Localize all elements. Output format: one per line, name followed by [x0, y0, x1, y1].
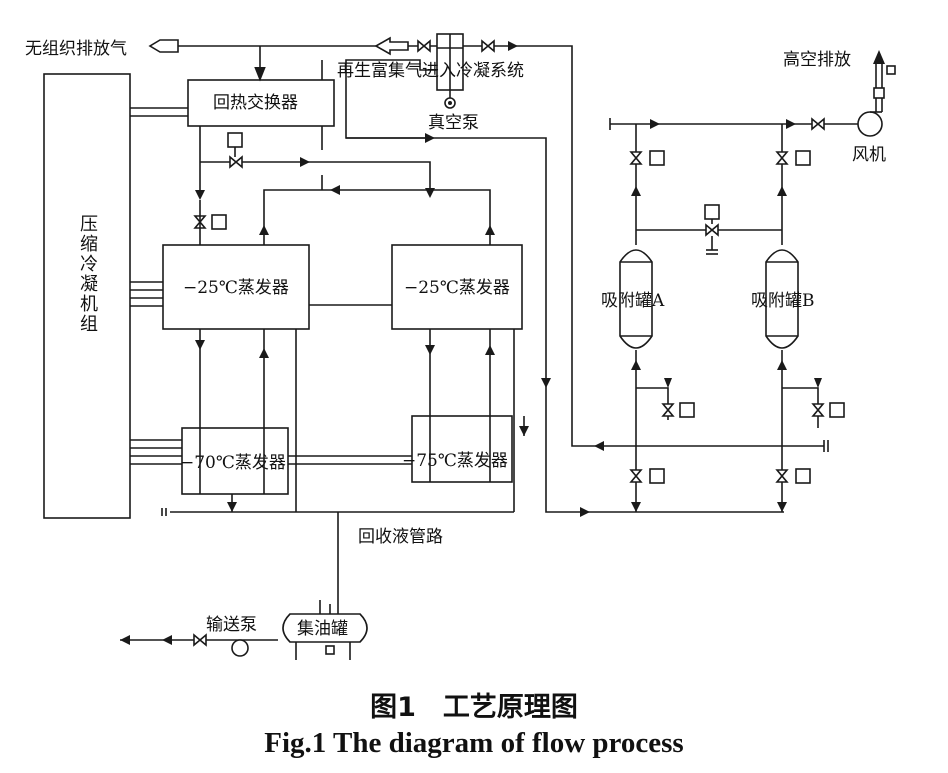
- regen-gas-label: 再生富集气进入冷凝系统: [337, 61, 524, 81]
- high-exhaust-label: 高空排放: [783, 50, 851, 70]
- actuator-icon: [795, 468, 811, 484]
- valve-icon: [417, 39, 431, 53]
- valve-icon: [629, 151, 643, 165]
- evap-25-a-label: −25℃蒸发器: [183, 278, 289, 298]
- vacuum-pump: [345, 33, 464, 143]
- evaporator-25-b: [391, 244, 523, 330]
- actuator-icon: [211, 214, 227, 230]
- fan-label: 风机: [852, 145, 886, 165]
- adsorber-b-label: 吸附罐B: [751, 291, 815, 311]
- svg-text:缩: 缩: [80, 234, 98, 255]
- svg-text:机: 机: [80, 294, 98, 315]
- valve-icon: [775, 151, 789, 165]
- regen-flow-arrow-icon: [374, 36, 409, 56]
- valve-icon: [229, 155, 243, 169]
- svg-text:压: 压: [80, 214, 98, 235]
- adsorber-a: [619, 249, 653, 349]
- actuator-icon: [227, 132, 243, 148]
- evap-70-label: −70℃蒸发器: [180, 453, 286, 473]
- valve-icon: [629, 469, 643, 483]
- compressor-unit: [43, 73, 131, 519]
- oil-tank: [282, 600, 368, 660]
- heat-exchanger-label: 回热交换器: [213, 93, 298, 113]
- valve-icon: [811, 403, 825, 417]
- actuator-icon: [649, 468, 665, 484]
- evap-25-b-label: −25℃蒸发器: [404, 278, 510, 298]
- compressor-label: 压 缩 冷 凝 机 组: [80, 214, 98, 335]
- vacuum-pump-label: 真空泵: [428, 113, 479, 133]
- evaporator-75: [411, 415, 513, 483]
- svg-text:组: 组: [80, 314, 98, 335]
- valve-icon: [661, 403, 675, 417]
- adsorber-b: [765, 249, 799, 349]
- actuator-icon: [795, 150, 811, 166]
- evaporator-25-a: [162, 244, 310, 330]
- fan: [857, 50, 896, 137]
- valve-icon: [193, 633, 207, 647]
- transfer-pump-icon: [231, 639, 249, 657]
- transfer-pump-label: 输送泵: [206, 615, 257, 635]
- svg-text:冷: 冷: [80, 254, 98, 275]
- adsorber-a-label: 吸附罐A: [601, 291, 665, 311]
- recovery-line-label: 回收液管路: [358, 527, 443, 547]
- actuator-icon: [704, 204, 720, 220]
- caption-cn: 图1 工艺原理图: [370, 692, 578, 723]
- oil-tank-label: 集油罐: [297, 619, 348, 639]
- valve-icon: [775, 469, 789, 483]
- actuator-icon: [649, 150, 665, 166]
- evap-75-label: −75℃蒸发器: [402, 451, 508, 471]
- top-exhaust-line: [148, 36, 600, 447]
- exhaust-outlet-icon: [148, 39, 179, 53]
- actuator-icon: [679, 402, 695, 418]
- svg-text:凝: 凝: [80, 274, 98, 295]
- actuator-icon: [829, 402, 845, 418]
- valve-icon: [481, 39, 495, 53]
- caption-en: Fig.1 The diagram of flow process: [264, 727, 683, 759]
- valve-icon: [811, 117, 825, 131]
- valve-icon: [705, 223, 719, 237]
- unorganized-exhaust-label: 无组织排放气: [25, 39, 127, 59]
